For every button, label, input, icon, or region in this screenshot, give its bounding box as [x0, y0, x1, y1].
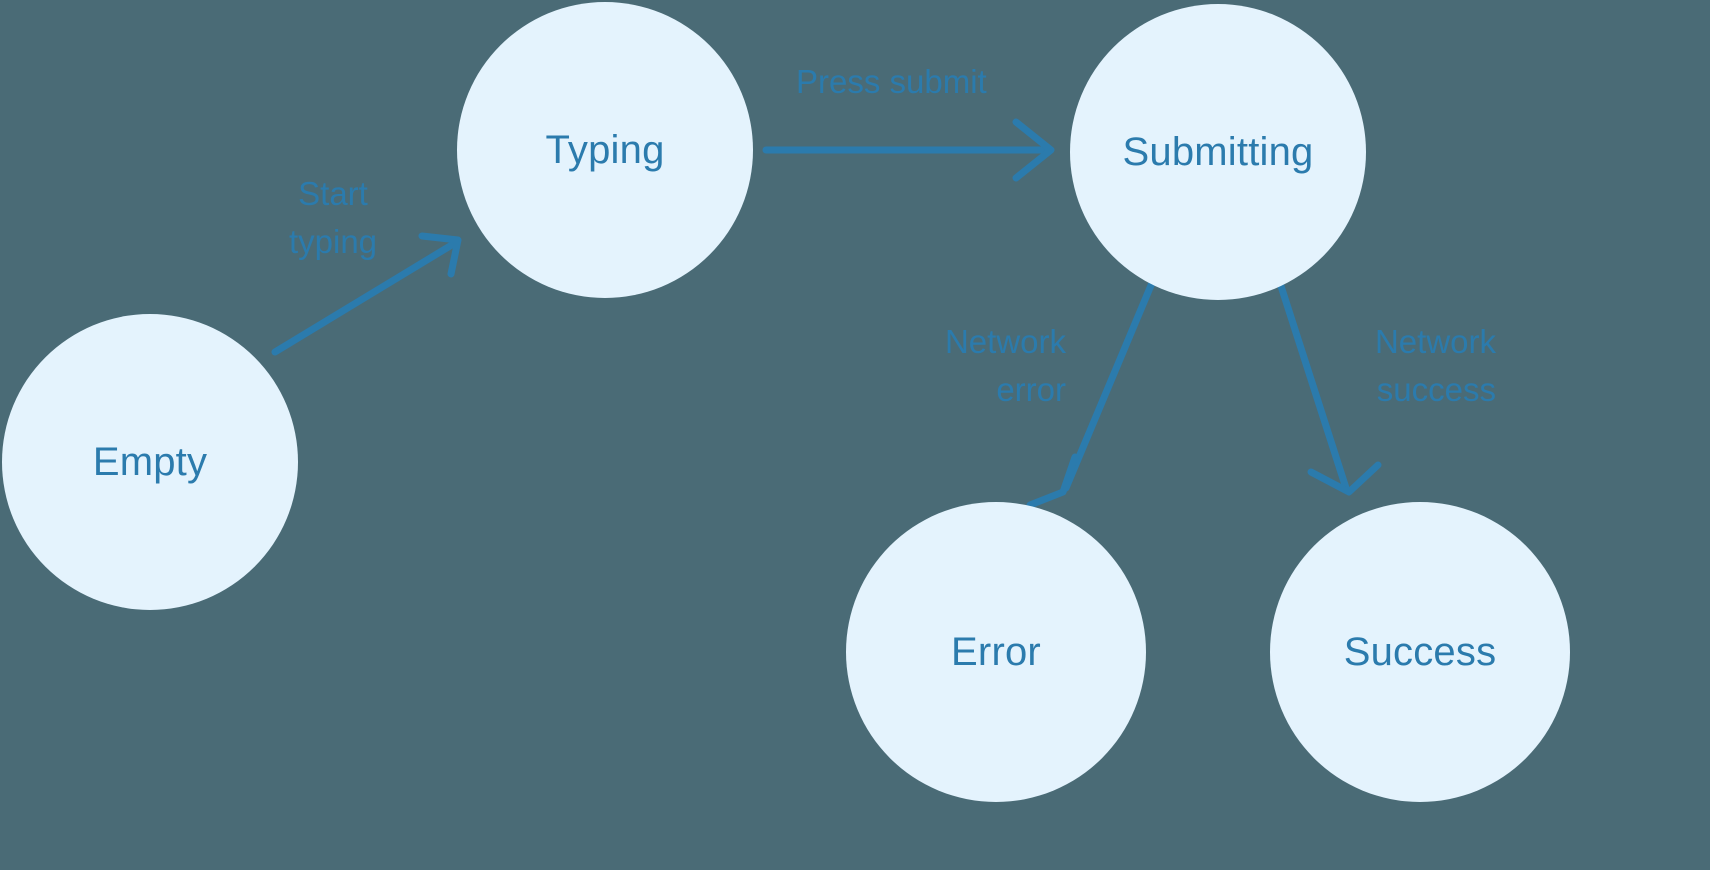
state-node-label: Success — [1343, 630, 1497, 674]
state-node-submitting[interactable]: Submitting — [1070, 4, 1366, 300]
state-node-success[interactable]: Success — [1270, 502, 1570, 802]
edge-label-network-error: Network error — [944, 323, 1066, 408]
state-node-error[interactable]: Error — [846, 502, 1146, 802]
edge-label-start-typing: Start typing — [288, 175, 378, 260]
state-node-label: Submitting — [1122, 130, 1314, 174]
state-node-empty[interactable]: Empty — [2, 314, 298, 610]
edge-label-press-submit: Press submit — [796, 63, 987, 100]
state-node-label: Error — [951, 630, 1041, 674]
edge-label-network-success: Network success — [1374, 323, 1496, 408]
edge-typing-to-submitting — [762, 118, 1055, 182]
state-node-label: Typing — [545, 128, 665, 172]
state-node-typing[interactable]: Typing — [457, 2, 753, 298]
state-node-label: Empty — [92, 440, 208, 484]
